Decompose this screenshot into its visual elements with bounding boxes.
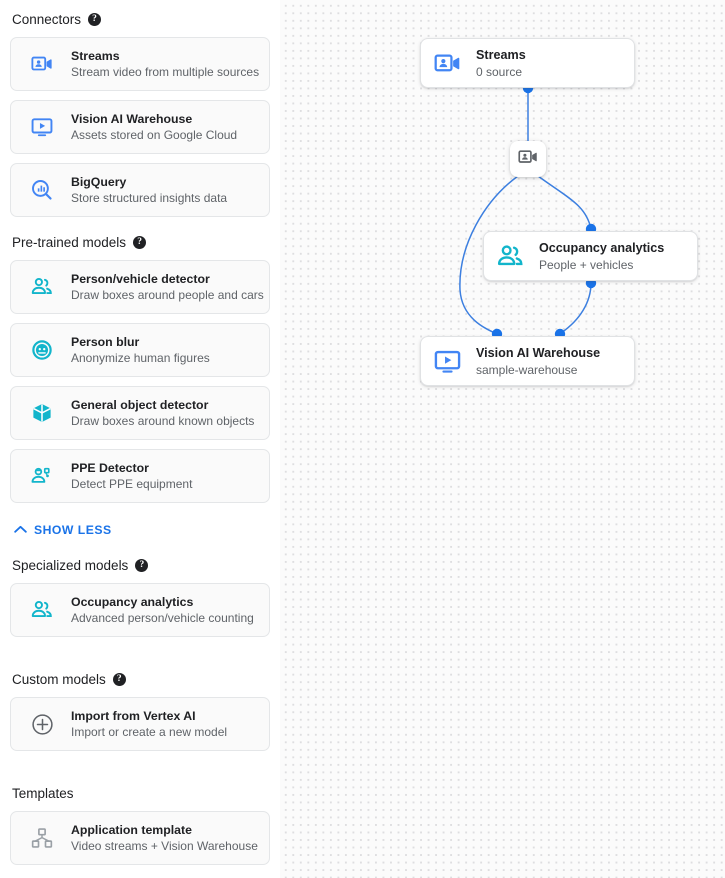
- card-occupancy-analytics[interactable]: Occupancy analytics Advanced person/vehi…: [10, 583, 270, 637]
- node-subtitle: 0 source: [476, 64, 523, 79]
- video-camera-person-icon: [27, 49, 57, 79]
- section-title: Templates: [12, 786, 74, 801]
- canvas-node-vision-ai-warehouse[interactable]: Vision AI Warehouse sample-warehouse: [420, 336, 635, 386]
- monitor-play-icon: [430, 344, 464, 378]
- help-icon[interactable]: ?: [88, 13, 102, 26]
- section-header-specialized-models: Specialized models ?: [10, 558, 270, 573]
- section-title: Custom models: [12, 672, 106, 687]
- card-subtitle: Anonymize human figures: [71, 351, 210, 365]
- canvas-node-streams[interactable]: Streams 0 source: [420, 38, 635, 88]
- edge-relay-to-warehouse: [459, 175, 519, 335]
- video-camera-person-icon: [430, 46, 464, 80]
- section-header-pre-trained-models: Pre-trained models ?: [10, 235, 270, 250]
- section-header-custom-models: Custom models ?: [10, 672, 270, 687]
- edge-occupancy-to-warehouse: [560, 282, 592, 334]
- graph-edges: [459, 82, 597, 340]
- card-subtitle: Stream video from multiple sources: [71, 65, 260, 79]
- show-less-button[interactable]: SHOW LESS: [10, 523, 270, 537]
- cube-box-icon: [27, 398, 57, 428]
- show-less-label: SHOW LESS: [34, 523, 112, 537]
- card-subtitle: Assets stored on Google Cloud: [71, 128, 238, 142]
- card-import-from-vertex-ai[interactable]: Import from Vertex AI Import or create a…: [10, 697, 270, 751]
- chevron-up-icon: [14, 523, 27, 537]
- face-blur-icon: [27, 335, 57, 365]
- node-text: Occupancy analytics People + vehicles: [539, 240, 664, 273]
- card-text: Import from Vertex AI Import or create a…: [71, 708, 227, 740]
- monitor-play-icon: [27, 112, 57, 142]
- card-vision-ai-warehouse[interactable]: Vision AI Warehouse Assets stored on Goo…: [10, 100, 270, 154]
- node-text: Streams 0 source: [476, 47, 526, 80]
- card-list-connectors: Streams Stream video from multiple sourc…: [10, 37, 270, 217]
- card-title: PPE Detector: [71, 461, 149, 475]
- card-text: BigQuery Store structured insights data: [71, 174, 227, 206]
- bigquery-magnifier-icon: [27, 175, 57, 205]
- card-text: Person/vehicle detector Draw boxes aroun…: [71, 271, 264, 303]
- card-list-templates: Application template Video streams + Vis…: [10, 811, 270, 865]
- card-list-custom-models: Import from Vertex AI Import or create a…: [10, 697, 270, 751]
- card-list-pre-trained-models: Person/vehicle detector Draw boxes aroun…: [10, 260, 270, 503]
- node-subtitle: People + vehicles: [539, 257, 634, 272]
- node-title: Occupancy analytics: [539, 240, 665, 255]
- card-application-template[interactable]: Application template Video streams + Vis…: [10, 811, 270, 865]
- card-title: Application template: [71, 823, 192, 837]
- card-subtitle: Store structured insights data: [71, 191, 228, 205]
- hierarchy-tree-icon: [27, 823, 57, 853]
- edge-relay-to-occupancy: [537, 175, 592, 230]
- section-title: Specialized models: [12, 558, 129, 573]
- card-text: Vision AI Warehouse Assets stored on Goo…: [71, 111, 237, 143]
- card-text: Person blur Anonymize human figures: [71, 334, 210, 366]
- card-text: Application template Video streams + Vis…: [71, 822, 258, 854]
- card-title: Streams: [71, 49, 120, 63]
- card-subtitle: Draw boxes around people and cars: [71, 288, 264, 302]
- card-subtitle: Import or create a new model: [71, 725, 228, 739]
- node-title: Vision AI Warehouse: [476, 345, 601, 360]
- people-group-icon: [493, 239, 527, 273]
- card-streams[interactable]: Streams Stream video from multiple sourc…: [10, 37, 270, 91]
- graph-canvas[interactable]: Streams 0 source: [280, 0, 725, 878]
- ppe-helmet-person-icon: [27, 461, 57, 491]
- card-ppe-detector[interactable]: PPE Detector Detect PPE equipment: [10, 449, 270, 503]
- card-title: Vision AI Warehouse: [71, 112, 193, 126]
- help-icon[interactable]: ?: [133, 236, 147, 249]
- canvas-mininode-stream-relay[interactable]: [510, 141, 546, 177]
- section-header-templates: Templates: [10, 786, 270, 801]
- component-sidebar: Connectors ? Streams Stream video from m…: [0, 0, 280, 878]
- card-title: Person blur: [71, 335, 140, 349]
- card-bigquery[interactable]: BigQuery Store structured insights data: [10, 163, 270, 217]
- node-subtitle: sample-warehouse: [476, 362, 578, 377]
- plus-circle-icon: [27, 709, 57, 739]
- people-group-icon: [27, 272, 57, 302]
- card-person-blur[interactable]: Person blur Anonymize human figures: [10, 323, 270, 377]
- card-person-vehicle-detector[interactable]: Person/vehicle detector Draw boxes aroun…: [10, 260, 270, 314]
- node-text: Vision AI Warehouse sample-warehouse: [476, 345, 600, 378]
- canvas-node-occupancy-analytics[interactable]: Occupancy analytics People + vehicles: [483, 231, 698, 281]
- card-text: PPE Detector Detect PPE equipment: [71, 460, 192, 492]
- card-subtitle: Advanced person/vehicle counting: [71, 611, 254, 625]
- card-list-specialized-models: Occupancy analytics Advanced person/vehi…: [10, 583, 270, 637]
- card-title: Person/vehicle detector: [71, 272, 210, 286]
- card-subtitle: Draw boxes around known objects: [71, 414, 255, 428]
- help-icon[interactable]: ?: [135, 559, 149, 572]
- card-text: Occupancy analytics Advanced person/vehi…: [71, 594, 254, 626]
- video-camera-person-icon: [518, 147, 538, 172]
- card-general-object-detector[interactable]: General object detector Draw boxes aroun…: [10, 386, 270, 440]
- section-header-connectors: Connectors ?: [10, 12, 270, 27]
- card-title: General object detector: [71, 398, 209, 412]
- people-group-icon: [27, 595, 57, 625]
- card-title: BigQuery: [71, 175, 127, 189]
- card-subtitle: Detect PPE equipment: [71, 477, 193, 491]
- card-text: Streams Stream video from multiple sourc…: [71, 48, 259, 80]
- section-title: Connectors: [12, 12, 82, 27]
- section-title: Pre-trained models: [12, 235, 127, 250]
- card-title: Import from Vertex AI: [71, 709, 196, 723]
- node-title: Streams: [476, 47, 526, 62]
- help-icon[interactable]: ?: [112, 673, 126, 686]
- card-title: Occupancy analytics: [71, 595, 194, 609]
- card-text: General object detector Draw boxes aroun…: [71, 397, 254, 429]
- card-subtitle: Video streams + Vision Warehouse: [71, 839, 258, 853]
